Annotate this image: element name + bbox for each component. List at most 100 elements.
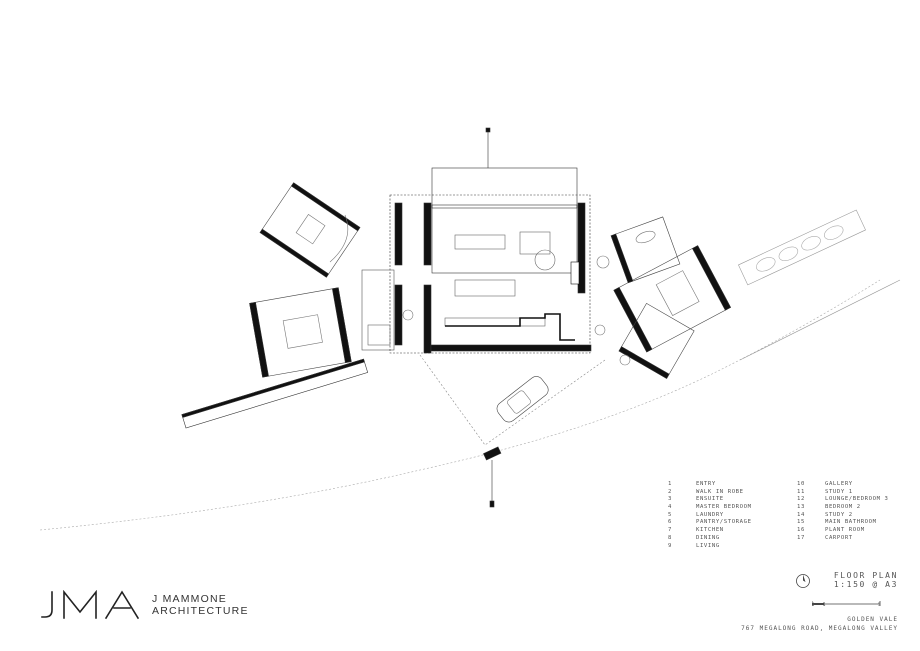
legend-number: 6 xyxy=(668,519,672,526)
legend-item: 11 STUDY 1 xyxy=(797,489,888,497)
legend-label: MAIN BATHROOM xyxy=(825,519,877,526)
legend-label: STUDY 1 xyxy=(825,488,853,495)
legend-number: 10 xyxy=(797,481,805,487)
living-wing xyxy=(431,204,578,274)
legend-number: 8 xyxy=(668,534,672,541)
legend-label: ENSUITE xyxy=(696,496,724,503)
legend-number: 9 xyxy=(668,542,672,549)
wall-mid-upper xyxy=(423,202,432,266)
jma-monogram xyxy=(41,590,140,620)
legend-label: LOUNGE/BEDROOM 3 xyxy=(825,496,889,503)
legend-item: 9 LIVING xyxy=(668,543,752,551)
site-boundary xyxy=(39,279,881,531)
scale-tick-5: 5 xyxy=(878,602,881,607)
legend-number: 13 xyxy=(797,504,805,511)
legend-number: 2 xyxy=(668,488,672,495)
wall-mid-lower xyxy=(423,284,432,354)
legend-label: CARPORT xyxy=(825,534,853,541)
ne-plant xyxy=(596,255,610,269)
carport-outline xyxy=(419,354,606,446)
dining-table xyxy=(454,234,506,250)
firm-name: J MAMMONE ARCHITECTURE xyxy=(152,593,249,617)
legend-label: WALK IN ROBE xyxy=(696,488,744,495)
legend-number: 1 xyxy=(668,481,672,487)
main-pavilion xyxy=(389,194,591,354)
kitchen-island xyxy=(454,279,516,297)
legend-number: 15 xyxy=(797,519,805,526)
main-pavilion-roof-outline xyxy=(431,167,578,209)
scale-tick-0: 0 xyxy=(812,602,815,607)
firm-name-line1: J MAMMONE xyxy=(152,593,227,605)
section-marker-bottom xyxy=(489,500,495,508)
east-boundary xyxy=(739,279,901,361)
legend-number: 16 xyxy=(797,527,805,534)
pantry-wall xyxy=(445,313,575,341)
retaining-wall-east xyxy=(738,209,866,286)
entry-block xyxy=(361,269,395,351)
wall-west-upper xyxy=(394,202,403,266)
legend-item: 16 PLANT ROOM xyxy=(797,527,888,535)
legend-item: 5 LAUNDRY xyxy=(668,512,752,520)
carport-post xyxy=(483,446,502,461)
scale-tick-1: 1 xyxy=(823,602,826,607)
entry-plant xyxy=(402,309,414,321)
south-west-wing xyxy=(249,287,352,378)
legend-number: 4 xyxy=(668,504,672,511)
firm-logo: J MAMMONE ARCHITECTURE xyxy=(40,590,249,620)
coffee-table xyxy=(534,249,556,271)
north-west-wing xyxy=(259,182,361,278)
legend-item: 14 STUDY 2 xyxy=(797,512,888,520)
legend-number: 12 xyxy=(797,496,805,503)
kitchen-plant xyxy=(594,324,606,336)
legend-number: 7 xyxy=(668,527,672,534)
legend-item: 4 MASTER BEDROOM xyxy=(668,504,752,512)
ensuite-wing xyxy=(610,216,681,284)
kitchen-bench xyxy=(444,317,546,327)
car xyxy=(496,376,549,423)
laundry xyxy=(367,324,391,346)
legend-item: 2 WALK IN ROBE xyxy=(668,489,752,497)
legend-label: LAUNDRY xyxy=(696,511,724,518)
legend-label: DINING xyxy=(696,534,720,541)
fireplace xyxy=(570,261,580,285)
sofa xyxy=(519,231,551,255)
legend-number: 11 xyxy=(797,488,805,495)
project-address: 767 MEGALONG ROAD, MEGALONG VALLEY xyxy=(741,625,898,632)
firm-name-line2: ARCHITECTURE xyxy=(152,605,249,617)
scale-bar: 0 1 5 xyxy=(811,594,882,613)
legend-label: PLANT ROOM xyxy=(825,527,865,534)
legend-label: KITCHEN xyxy=(696,527,724,534)
legend-label: ENTRY xyxy=(696,481,716,487)
section-marker-top xyxy=(485,127,491,133)
legend-label: STUDY 2 xyxy=(825,511,853,518)
legend-label: PANTRY/STORAGE xyxy=(696,519,752,526)
se-plant xyxy=(619,354,631,366)
plan-scale: 1:150 @ A3 xyxy=(833,580,898,589)
legend-item: 7 KITCHEN xyxy=(668,527,752,535)
nw-door-arc xyxy=(329,214,349,263)
project-name: GOLDEN VALE xyxy=(847,616,898,623)
legend-item: 13 BEDROOM 2 xyxy=(797,504,888,512)
legend-number: 5 xyxy=(668,511,672,518)
legend-item: 15 MAIN BATHROOM xyxy=(797,519,888,527)
legend-item: 12 LOUNGE/BEDROOM 3 xyxy=(797,496,888,504)
legend-item: 1 ENTRY xyxy=(668,481,752,489)
legend-item: 8 DINING xyxy=(668,535,752,543)
north-arrow-icon xyxy=(796,574,810,588)
wall-east xyxy=(577,202,586,294)
legend-label: BEDROOM 2 xyxy=(825,504,861,511)
legend-item: 6 PANTRY/STORAGE xyxy=(668,519,752,527)
north-east-wing xyxy=(613,245,731,353)
legend-label: MASTER BEDROOM xyxy=(696,504,752,511)
carport-blade xyxy=(181,358,369,429)
plan-title: FLOOR PLAN xyxy=(833,571,898,580)
legend-label: LIVING xyxy=(696,542,720,549)
se-wing xyxy=(618,302,695,379)
legend-number: 14 xyxy=(797,511,805,518)
